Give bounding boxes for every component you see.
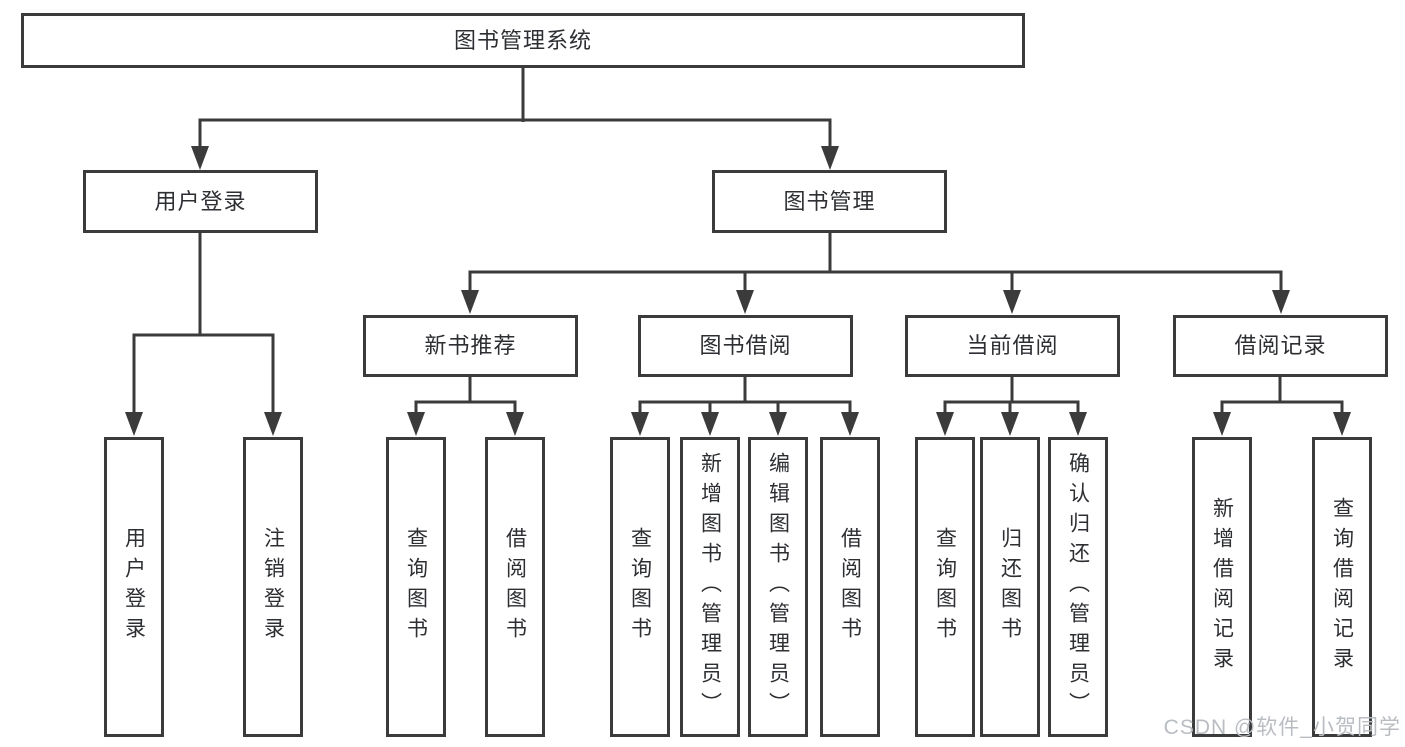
node-user-login: 用户登录 xyxy=(83,170,318,233)
node-leaf-user-login: 用户登录 xyxy=(104,437,164,737)
node-current-borrowing: 当前借阅 xyxy=(905,315,1120,377)
node-leaf-query-books-current: 查询图书 xyxy=(915,437,975,737)
node-leaf-borrow-books-recommend: 借阅图书 xyxy=(485,437,545,737)
arrowheads xyxy=(125,146,1351,436)
node-book-management: 图书管理 xyxy=(712,170,947,233)
csdn-watermark: CSDN @软件_小贺同学 xyxy=(1163,716,1401,739)
node-leaf-borrow-books-borrowing: 借阅图书 xyxy=(820,437,880,737)
node-book-borrowing: 图书借阅 xyxy=(638,315,853,377)
node-leaf-confirm-return-admin: 确认归还（管理员） xyxy=(1048,437,1108,737)
node-leaf-add-borrow-record: 新增借阅记录 xyxy=(1192,437,1252,737)
node-leaf-add-books-admin: 新增图书（管理员） xyxy=(680,437,740,737)
node-leaf-edit-books-admin: 编辑图书（管理员） xyxy=(748,437,808,737)
node-leaf-return-books: 归还图书 xyxy=(980,437,1040,737)
node-library-system: 图书管理系统 xyxy=(21,13,1025,68)
node-leaf-query-books-recommend: 查询图书 xyxy=(386,437,446,737)
node-leaf-query-borrow-record: 查询借阅记录 xyxy=(1312,437,1372,737)
node-borrowing-records: 借阅记录 xyxy=(1173,315,1388,377)
node-leaf-query-books-borrowing: 查询图书 xyxy=(610,437,670,737)
node-new-book-recommendation: 新书推荐 xyxy=(363,315,578,377)
node-leaf-logout: 注销登录 xyxy=(243,437,303,737)
